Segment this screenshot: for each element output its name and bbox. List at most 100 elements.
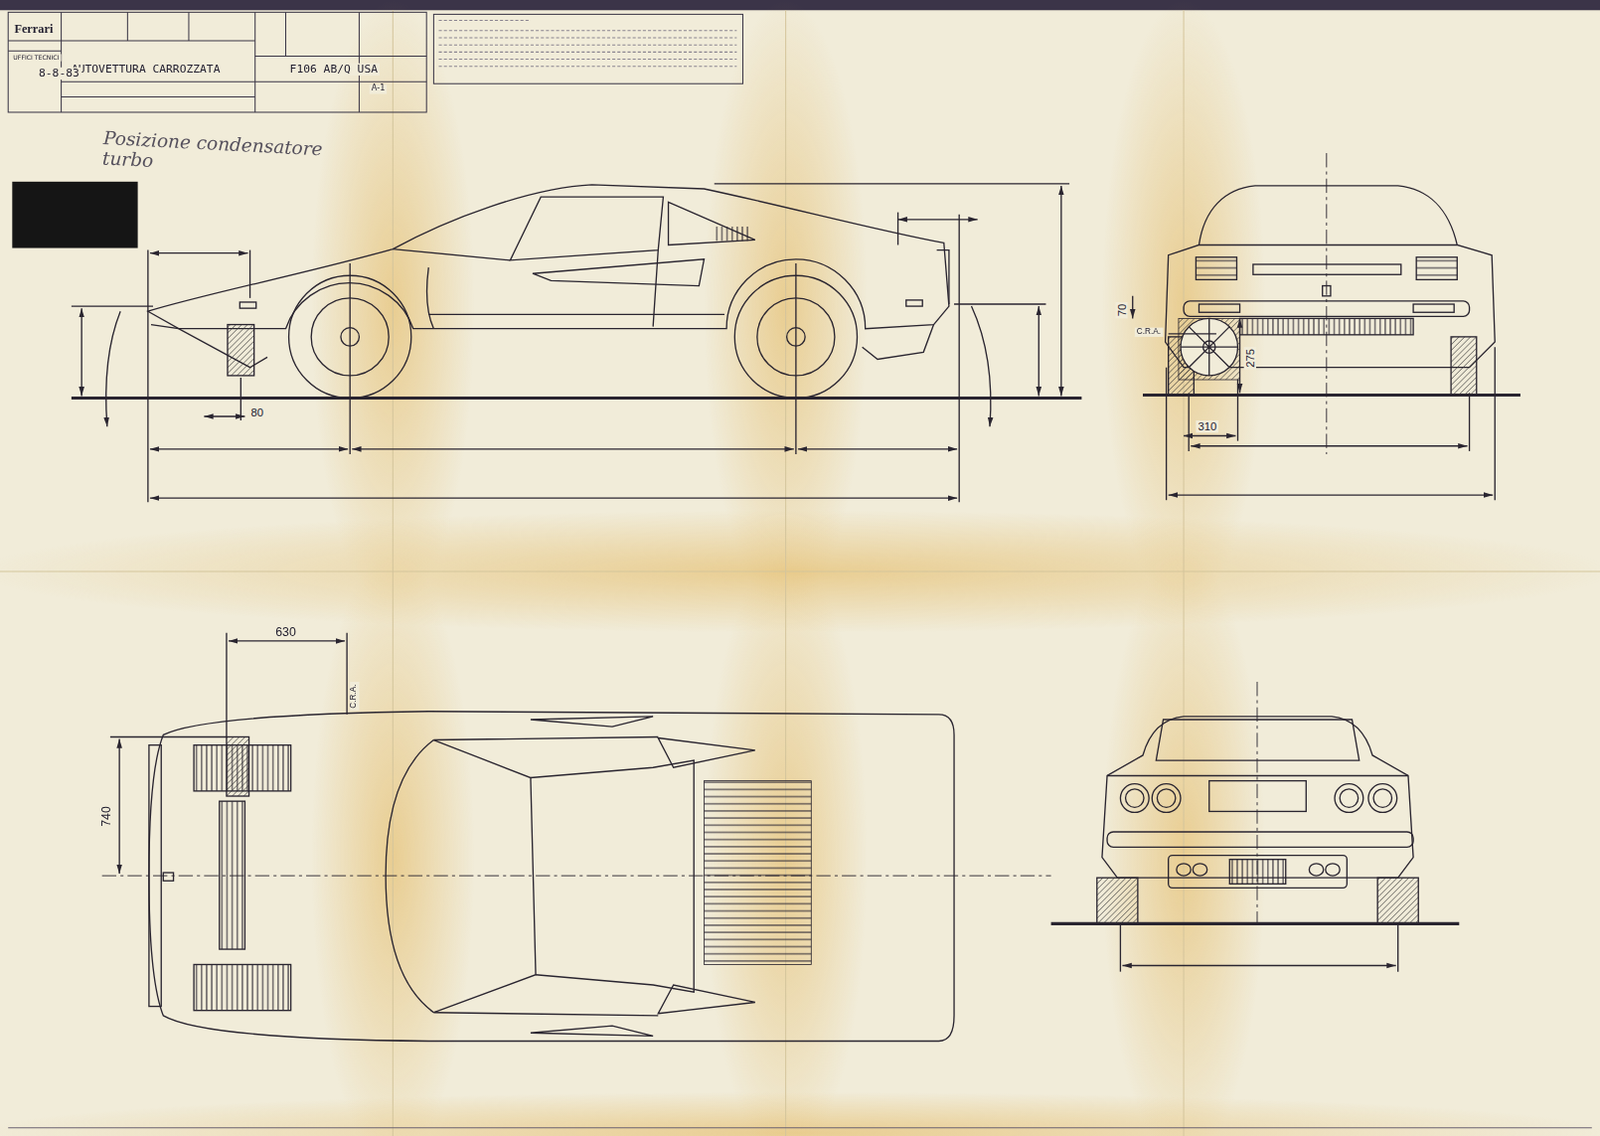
plan-view	[385, 740, 434, 1013]
plan-view	[118, 739, 120, 875]
side-view	[1060, 185, 1062, 397]
title-block	[439, 51, 738, 53]
side-view	[71, 183, 1083, 502]
plan-view	[162, 872, 173, 881]
title-block	[7, 11, 427, 113]
paper-stains	[0, 571, 1600, 573]
side-view	[906, 300, 923, 307]
front-view	[1413, 304, 1454, 313]
front-view	[1494, 346, 1496, 500]
rear-view	[1168, 855, 1348, 889]
side-view	[148, 184, 950, 329]
side-view	[898, 218, 978, 220]
rear-view	[1339, 789, 1358, 807]
rear-view	[1373, 789, 1392, 807]
drawing-date: 8-8-83	[36, 67, 82, 80]
plan-view	[703, 781, 811, 965]
side-view	[240, 377, 242, 421]
reference-mark: C.R.A.	[349, 681, 359, 710]
plan-view	[149, 711, 955, 1042]
side-view	[428, 314, 725, 316]
title-block	[439, 29, 738, 31]
rear-view	[1176, 863, 1191, 876]
side-view	[798, 448, 958, 450]
rear-view	[1121, 964, 1396, 966]
side-view	[971, 306, 991, 427]
rear-view	[1107, 831, 1414, 847]
front-view	[1180, 318, 1239, 376]
plan-view	[228, 640, 345, 641]
plan-view	[219, 800, 246, 950]
rear-view	[1097, 877, 1138, 924]
side-view	[150, 496, 958, 498]
drawing-title: AUTOVETTURA CARROZZATA	[69, 63, 223, 76]
side-view	[80, 308, 82, 396]
side-view	[509, 196, 663, 261]
front-view	[1165, 367, 1167, 501]
plan-view	[345, 633, 347, 715]
title-block	[439, 58, 738, 60]
side-view	[150, 252, 249, 254]
rear-view	[1334, 784, 1364, 813]
plan-view	[193, 963, 292, 1010]
dimension: 310	[1195, 420, 1219, 433]
side-view	[714, 226, 751, 241]
rear-view	[1051, 681, 1460, 972]
rear-view	[1125, 789, 1144, 807]
side-view	[714, 182, 1070, 184]
title-block	[255, 81, 428, 83]
front-view	[1253, 264, 1402, 275]
side-view	[227, 324, 255, 376]
rear-view	[1151, 784, 1181, 813]
side-view	[937, 250, 950, 305]
plan-view	[657, 984, 756, 1014]
rear-view	[1120, 784, 1149, 813]
front-view	[1180, 318, 1239, 376]
plan-view	[433, 740, 536, 1013]
side-view	[532, 259, 705, 287]
front-view	[1325, 153, 1327, 455]
front-view	[1239, 318, 1241, 393]
paper-stains	[0, 509, 1600, 633]
rear-view	[1107, 775, 1409, 777]
title-block	[11, 181, 138, 249]
title-block	[439, 65, 738, 67]
model-code: F106 AB/Q USA	[288, 63, 381, 76]
plan-view	[433, 736, 658, 1015]
rear-view	[1156, 789, 1175, 807]
side-view	[106, 311, 121, 427]
rear-view	[1397, 923, 1399, 971]
plan-view	[110, 736, 227, 738]
front-view	[1198, 304, 1240, 313]
dimension: 70	[1115, 302, 1127, 320]
rear-view	[1155, 719, 1359, 761]
dimension: 740	[100, 803, 115, 829]
paper-stains	[392, 9, 394, 1136]
paper-stains	[7, 1126, 1593, 1128]
side-view	[249, 250, 251, 299]
front-view	[1178, 318, 1241, 380]
plan-view	[225, 633, 227, 738]
plan-view	[657, 737, 756, 768]
front-view	[1168, 332, 1217, 334]
dimension: 275	[1244, 346, 1257, 370]
title-block	[433, 13, 743, 84]
side-view	[959, 214, 960, 503]
plan-view	[102, 633, 1052, 1042]
rear-view	[1325, 863, 1340, 876]
title-block	[439, 19, 531, 21]
rear-view	[1377, 877, 1419, 924]
handwritten-note: Posizione condensatore turbo	[100, 127, 346, 180]
side-view	[668, 201, 756, 245]
side-view	[203, 415, 245, 417]
plan-view	[226, 736, 250, 797]
side-view	[427, 250, 659, 329]
front-view	[1237, 379, 1239, 442]
rear-view	[1192, 863, 1207, 876]
front-view	[1131, 296, 1133, 320]
side-view	[954, 303, 1046, 305]
sheet-size: A-1	[369, 84, 388, 94]
title-block	[439, 44, 738, 46]
